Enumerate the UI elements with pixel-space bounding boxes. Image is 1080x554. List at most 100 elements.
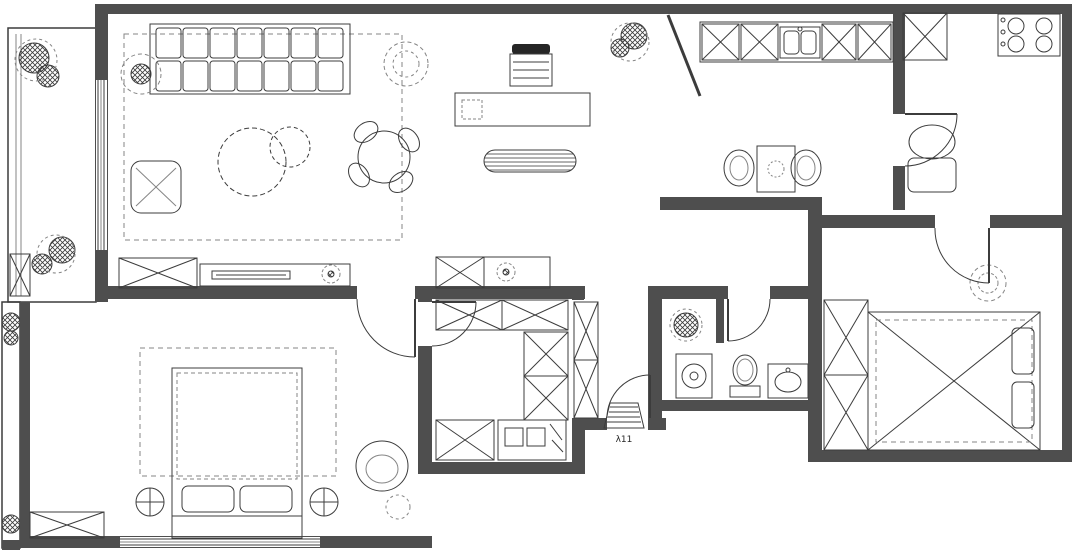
wall-entry-closet xyxy=(572,418,585,474)
plant-blob xyxy=(673,312,699,338)
bed2-x xyxy=(867,311,1041,451)
study-rug xyxy=(483,149,577,173)
door-leaf xyxy=(666,14,702,97)
door-arc xyxy=(934,227,990,284)
coffee-table xyxy=(217,127,287,197)
closet-cabinet xyxy=(501,299,569,331)
plant-blob xyxy=(18,42,50,74)
plan-shapes-layer: λ11 xyxy=(1,4,1072,550)
utility-detail xyxy=(551,439,564,453)
entry-label: λ11 xyxy=(616,435,633,445)
plant-canopy-dashed xyxy=(14,38,58,82)
wall-bath-top-left xyxy=(662,286,728,299)
lounge-chair-detail xyxy=(135,167,177,207)
hob xyxy=(997,13,1061,57)
wall-bath-top-right xyxy=(770,286,808,299)
door-arc xyxy=(904,113,958,167)
decor-flower-center xyxy=(327,270,335,278)
hob-knob xyxy=(1000,29,1006,35)
cabinet xyxy=(29,511,105,539)
washer xyxy=(675,353,713,399)
wall-bedroom-closet xyxy=(418,346,432,474)
wall-bedroom2-top-left xyxy=(808,215,935,228)
dining-chair xyxy=(398,127,420,153)
dining-chair xyxy=(388,171,414,193)
plant-blob xyxy=(31,253,53,275)
decor-circle xyxy=(383,41,429,87)
burner xyxy=(1007,35,1025,53)
wall-left-lower xyxy=(20,302,30,548)
plant-canopy-dashed xyxy=(669,308,703,342)
decor-flower-center xyxy=(502,268,510,276)
toilet-seat xyxy=(736,358,754,382)
dining-chair xyxy=(353,121,379,143)
tv-cabinet xyxy=(118,257,198,289)
wall-corner xyxy=(2,540,20,550)
armchair-back xyxy=(908,124,956,160)
nook-chair xyxy=(723,149,755,187)
decor-circle xyxy=(767,160,785,178)
plant-canopy-dashed xyxy=(610,22,650,62)
dining-table xyxy=(357,130,411,184)
plant-blob xyxy=(130,63,152,85)
wall-bedroom-closet-upper xyxy=(418,286,432,302)
bed2-dashed xyxy=(875,319,1033,443)
plant-blob xyxy=(48,236,76,264)
nook-table xyxy=(756,145,796,193)
vanity xyxy=(767,363,809,399)
living-rug-dashed xyxy=(123,33,403,241)
decor-circle xyxy=(385,494,411,520)
plant-blob xyxy=(610,38,630,58)
bed2-platform xyxy=(867,311,1041,451)
office-chair-back xyxy=(512,44,550,54)
kitchen-cabinet xyxy=(701,23,740,61)
wall-closet-bottom xyxy=(420,462,585,474)
sofa-outline xyxy=(149,23,351,95)
wall-bath-partition xyxy=(716,299,724,343)
fridge xyxy=(902,12,948,61)
utility-sink xyxy=(526,427,546,447)
wall-top xyxy=(95,4,1072,14)
plant-blob xyxy=(36,64,60,88)
wall-living-bedroom xyxy=(95,286,357,299)
plant-canopy-dashed xyxy=(120,53,162,95)
pillow xyxy=(239,485,293,513)
decor-circle xyxy=(392,50,420,78)
office-chair-seat xyxy=(509,53,553,87)
wall-bath-bottom xyxy=(658,400,822,411)
shoe-cabinet xyxy=(573,359,599,419)
wall-kitchen-left-lower xyxy=(893,166,905,210)
door-arc xyxy=(727,298,771,342)
burner xyxy=(1035,35,1053,53)
hob-knob xyxy=(1000,41,1006,47)
closet-cabinet xyxy=(435,419,495,461)
faucet xyxy=(797,26,803,32)
burner xyxy=(1035,17,1053,35)
wall-bedroom2-top-right xyxy=(990,215,1072,228)
nook-chair-inner xyxy=(729,155,749,181)
pillow xyxy=(181,485,235,513)
utility-counter xyxy=(497,419,567,461)
burner xyxy=(1007,17,1025,35)
door-arc xyxy=(431,301,477,347)
wall-stub xyxy=(572,286,584,300)
wall-entry-bottom-left xyxy=(585,418,607,430)
kitchen-counter xyxy=(699,21,894,63)
sofa-cushions xyxy=(155,27,344,92)
lounge-chair xyxy=(130,160,182,214)
plant-canopy-dashed xyxy=(36,234,76,274)
coffee-table xyxy=(269,126,311,168)
sink-bowl xyxy=(800,30,817,55)
ac-unit xyxy=(9,253,31,297)
kitchen-cabinet xyxy=(821,23,857,61)
armchair-seat xyxy=(907,157,957,193)
tv-bench xyxy=(199,263,351,287)
washer-drum xyxy=(681,363,707,389)
wall-closet-top xyxy=(432,286,585,299)
tv xyxy=(211,270,291,280)
wall-right xyxy=(1062,4,1072,462)
plant-blob xyxy=(1,514,21,534)
washer-drum-center xyxy=(689,371,699,381)
